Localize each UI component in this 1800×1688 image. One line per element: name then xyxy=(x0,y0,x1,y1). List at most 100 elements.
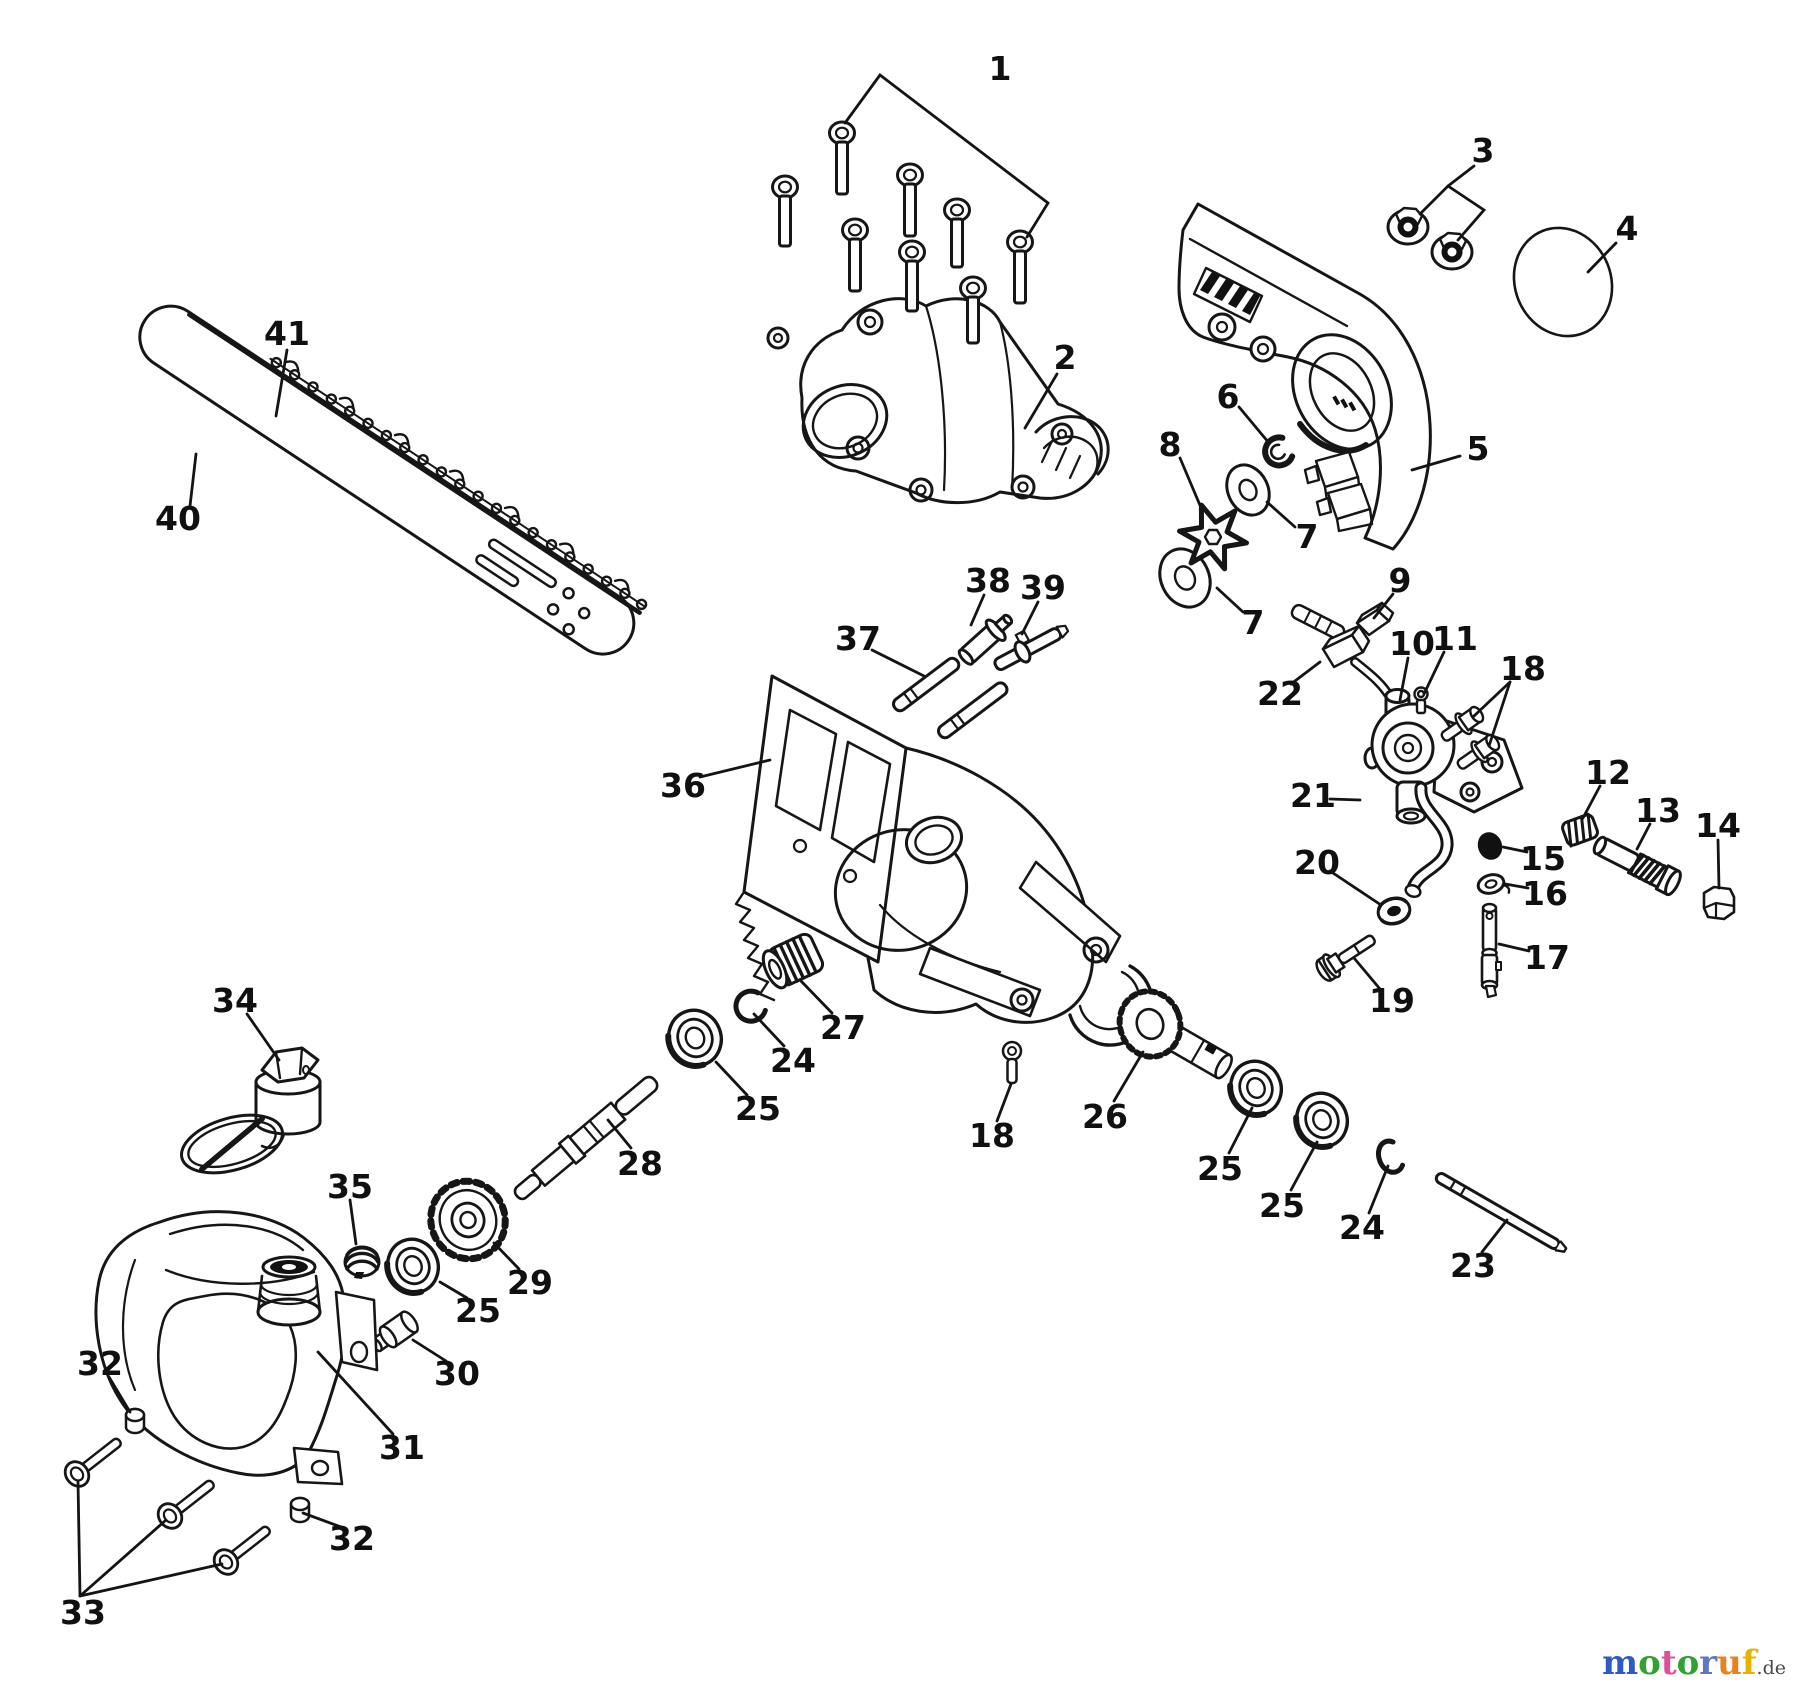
logo-letter: m xyxy=(1602,1643,1638,1683)
callout-37: 37 xyxy=(835,619,881,658)
leader-line xyxy=(1237,405,1271,445)
leader-line xyxy=(316,1350,395,1436)
callout-10: 10 xyxy=(1389,624,1435,663)
tensioner-rod-23 xyxy=(1434,1172,1568,1253)
callout-31: 31 xyxy=(379,1428,425,1467)
adjuster-screw-13 xyxy=(1592,835,1682,897)
callout-36: 36 xyxy=(660,766,706,805)
callout-17: 17 xyxy=(1524,938,1570,977)
ball-bearing-25d xyxy=(384,1237,440,1296)
callout-27: 27 xyxy=(820,1008,866,1047)
leader-line xyxy=(411,1338,448,1363)
leader-line xyxy=(107,1375,132,1414)
callout-35: 35 xyxy=(327,1167,373,1206)
threaded-plug-27 xyxy=(761,932,825,990)
oil-tank xyxy=(94,1210,379,1486)
logo-letter: f xyxy=(1742,1643,1759,1683)
guard-bumpers xyxy=(1303,450,1374,533)
leader-line xyxy=(606,1118,633,1150)
leader-line xyxy=(1372,592,1395,620)
stud-37b xyxy=(936,681,1009,740)
guide-bar xyxy=(138,304,648,656)
tank-screw-33a xyxy=(63,1437,122,1488)
callout-19: 19 xyxy=(1369,981,1415,1020)
callout-12: 12 xyxy=(1585,753,1631,792)
leader-line xyxy=(1328,869,1383,907)
screw-18b xyxy=(1001,1040,1023,1085)
callout-26: 26 xyxy=(1082,1097,1128,1136)
washer-7b xyxy=(1158,547,1212,609)
leader-line xyxy=(1112,1050,1145,1103)
callout-14: 14 xyxy=(1695,806,1741,845)
callout-21: 21 xyxy=(1290,776,1336,815)
flange-nuts xyxy=(1386,206,1474,271)
oil-pump xyxy=(1363,688,1524,825)
callout-34: 34 xyxy=(212,981,258,1020)
callout-32b: 32 xyxy=(329,1519,375,1558)
leader-line xyxy=(1352,956,1382,991)
leader-line xyxy=(1497,942,1531,953)
bar-tail-slots xyxy=(475,538,591,636)
leader-line xyxy=(995,1082,1013,1123)
logo-letter: u xyxy=(1717,1643,1742,1683)
leader-line xyxy=(1581,784,1602,820)
snap-ring-24l xyxy=(733,988,768,1024)
leader-line xyxy=(1328,797,1362,802)
parts-layer xyxy=(63,120,1736,1576)
callout-18: 18 xyxy=(1500,649,1546,688)
cover-screws xyxy=(771,120,1034,345)
gear-housing xyxy=(734,674,1154,1047)
leader-line xyxy=(245,1012,281,1062)
callout-33: 33 xyxy=(60,1593,106,1632)
callout-24: 24 xyxy=(770,1041,816,1080)
callout-11: 11 xyxy=(1432,619,1478,658)
callout-41: 41 xyxy=(264,314,310,353)
callout-25: 25 xyxy=(735,1089,781,1128)
leader-line xyxy=(1227,1106,1254,1155)
leader-line xyxy=(1586,241,1618,274)
gear-shaft-26 xyxy=(1116,988,1233,1080)
callout-6: 6 xyxy=(1217,377,1240,416)
hex-plug-14 xyxy=(1702,885,1736,921)
logo-letter: t xyxy=(1661,1643,1677,1683)
leader-line xyxy=(438,1280,469,1300)
filler-neck xyxy=(256,1255,322,1327)
callout-3: 3 xyxy=(1472,131,1495,170)
snap-ring-24r xyxy=(1376,1138,1406,1175)
leader-line xyxy=(1023,372,1059,430)
leader-line xyxy=(1716,838,1721,890)
washer-7a xyxy=(1225,463,1271,517)
eyelet-16 xyxy=(1476,873,1511,895)
cap-retainer-ring xyxy=(180,1113,284,1175)
stud-37a xyxy=(891,656,961,713)
callout-29: 29 xyxy=(507,1263,553,1302)
callout-20: 20 xyxy=(1294,843,1340,882)
callout-13: 13 xyxy=(1635,791,1681,830)
oiler-pin-17 xyxy=(1480,902,1502,999)
leader-line xyxy=(969,593,986,627)
callout-32: 32 xyxy=(77,1344,123,1383)
logo-suffix: .de xyxy=(1757,1657,1786,1679)
callout-8: 8 xyxy=(1159,425,1182,464)
leader-lines xyxy=(76,73,1721,1598)
tank-nut-32a xyxy=(124,1407,146,1435)
leader-line xyxy=(752,1012,786,1048)
ball-bearing-25b xyxy=(1293,1091,1349,1150)
oil-cap xyxy=(180,1046,322,1175)
grommet-20 xyxy=(1376,896,1412,926)
callout-18b: 18 xyxy=(969,1116,1015,1155)
callout-23: 23 xyxy=(1450,1246,1496,1285)
oiler-sprocket xyxy=(1177,502,1249,572)
callout-40: 40 xyxy=(155,499,201,538)
leader-line xyxy=(1501,845,1529,854)
shoulder-bolt-19 xyxy=(1315,934,1376,982)
tank-screw-33c xyxy=(212,1525,271,1576)
brake-band xyxy=(1192,266,1264,324)
leader-line xyxy=(843,73,1050,239)
leader-line xyxy=(799,979,834,1015)
leader-line xyxy=(1020,600,1040,636)
oil-pipe-21 xyxy=(1404,781,1454,899)
logo-letter: o xyxy=(1638,1643,1661,1683)
leader-line xyxy=(698,758,772,779)
